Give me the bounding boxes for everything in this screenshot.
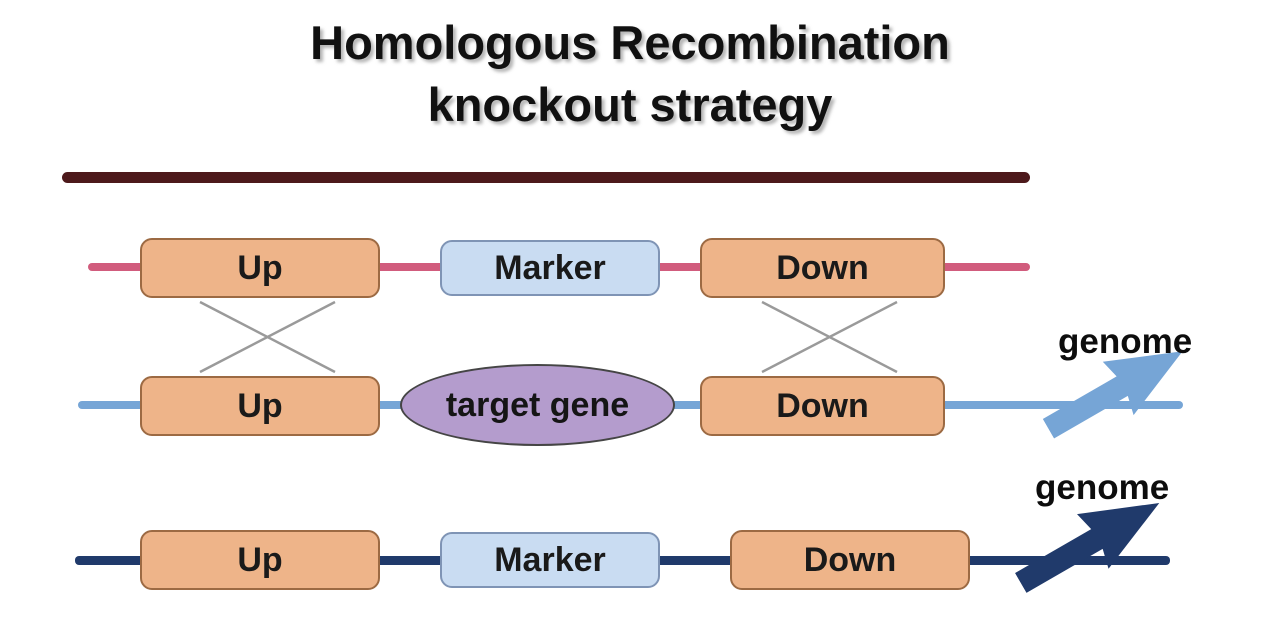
result-marker-box: Marker	[440, 532, 660, 588]
result-up-homology-box: Up	[140, 530, 380, 590]
result-down-homology-box: Down	[730, 530, 970, 590]
title-underline-rule	[62, 172, 1030, 183]
construct-marker-box: Marker	[440, 240, 660, 296]
diagram-title-line2: knockout strategy	[427, 78, 833, 132]
genome-arrow-icon-light-blue	[1042, 351, 1183, 439]
genome-label-bottom: genome	[1035, 468, 1170, 507]
crossover-x-left	[199, 300, 336, 374]
crossover-x-right	[761, 300, 898, 374]
construct-down-homology-box: Down	[700, 238, 945, 298]
genome-up-homology-box: Up	[140, 376, 380, 436]
genome-arrow-icon-navy	[1014, 503, 1160, 593]
construct-up-homology-box: Up	[140, 238, 380, 298]
genome-down-homology-box: Down	[700, 376, 945, 436]
target-gene-ellipse: target gene	[400, 364, 675, 446]
diagram-title: Homologous Recombination knockout strate…	[0, 12, 1260, 136]
genome-label-top: genome	[1058, 322, 1193, 361]
diagram-title-line1: Homologous Recombination	[310, 16, 950, 69]
